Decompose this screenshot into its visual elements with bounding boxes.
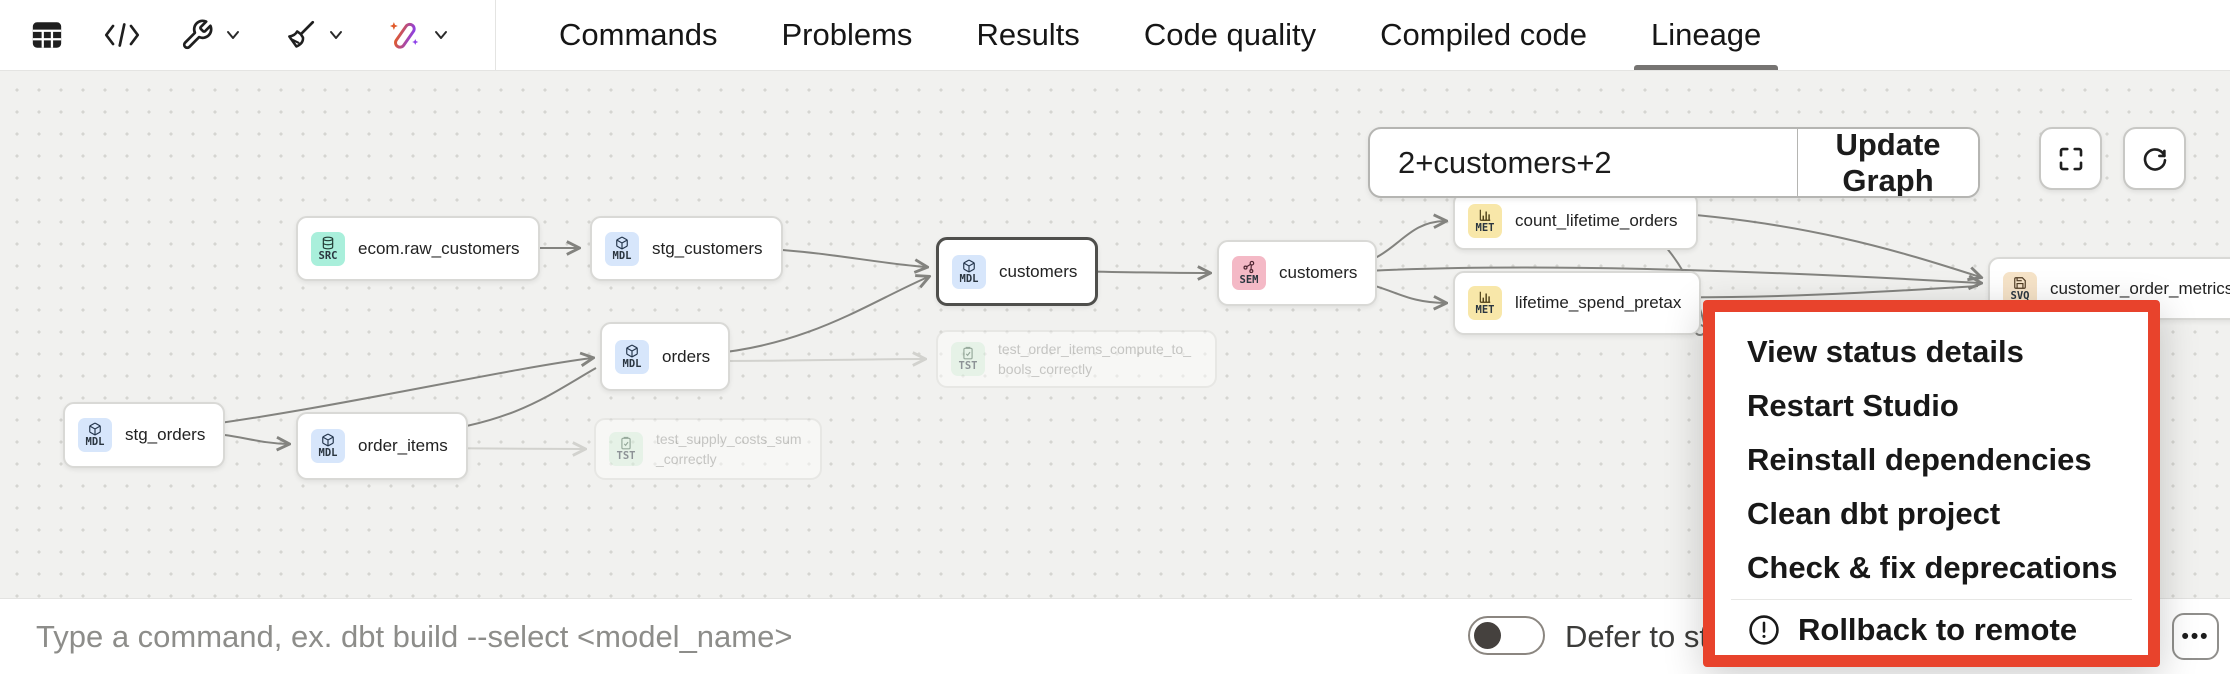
cube-icon [616,236,628,250]
defer-label: Defer to sta [1565,619,1726,654]
panel-tabs: Commands Problems Results Code quality C… [542,0,1779,70]
database-icon [322,236,334,250]
cube-icon [322,433,334,447]
defer-toggle[interactable] [1468,616,1545,655]
chevron-down-icon [330,31,342,39]
table-icon [32,22,62,48]
node-stg-orders[interactable]: MDL stg_orders [63,402,226,468]
node-stg-customers[interactable]: MDL stg_customers [590,216,783,281]
clipboard-check-icon [621,437,631,450]
refresh-button[interactable] [2123,127,2186,190]
source-badge: SRC [311,231,345,266]
wrench-icon [182,19,213,50]
node-test-order-items-compute[interactable]: TST test_order_items_compute_to_bools_co… [936,330,1217,388]
lineage-selector-group: Update Graph [1368,127,1980,198]
chevron-down-icon [435,31,447,39]
fullscreen-icon [2059,147,2082,170]
code-view-button[interactable] [104,20,140,50]
floppy-save-icon [2014,276,2026,289]
node-count-lifetime-orders[interactable]: MET count_lifetime_orders [1453,192,1698,250]
toggle-knob [1474,621,1501,649]
node-customers-model[interactable]: MDL customers [936,237,1099,306]
test-badge: TST [951,342,985,376]
broom-icon [288,20,315,48]
ai-assist-button[interactable] [386,17,451,53]
model-badge: MDL [615,339,649,374]
model-badge: MDL [605,231,639,266]
ai-wand-icon [389,22,419,49]
node-customers-semantic[interactable]: SEM customers [1217,240,1378,306]
saved-query-badge: SVQ [2003,271,2037,306]
node-order-items[interactable]: MDL order_items [296,412,468,480]
lineage-selector-input[interactable] [1370,129,1798,196]
test-badge: TST [609,432,643,466]
node-orders[interactable]: MDL orders [600,322,731,391]
status-context-menu: View status details Restart Studio Reins… [1703,300,2160,667]
node-ecom-raw-customers[interactable]: SRC ecom.raw_customers [296,216,540,281]
node-test-supply-costs[interactable]: TST test_supply_costs_sum_correctly [594,418,822,480]
semantic-model-icon [1243,261,1255,274]
tab-problems[interactable]: Problems [781,17,913,52]
editor-tool-group [0,17,491,53]
more-options-button[interactable]: ••• [2172,613,2219,660]
menu-item-clean-dbt-project[interactable]: Clean dbt project [1747,496,2001,531]
command-input[interactable] [36,599,1336,674]
model-badge: MDL [78,418,112,452]
clean-tools-button[interactable] [283,18,346,52]
model-badge: MDL [952,254,986,289]
menu-item-label: Rollback to remote [1798,612,2078,647]
metric-badge: MET [1468,286,1502,320]
alert-circle-icon [1749,615,1779,645]
bar-chart-icon [1479,210,1491,222]
semantic-badge: SEM [1232,256,1266,290]
node-lifetime-spend-pretax[interactable]: MET lifetime_spend_pretax [1453,271,1702,335]
fullscreen-button[interactable] [2039,127,2102,190]
tab-lineage[interactable]: Lineage [1633,0,1779,70]
tab-compiled-code[interactable]: Compiled code [1380,17,1587,52]
code-icon [104,23,140,47]
menu-divider [1731,599,2132,600]
cube-icon [626,344,638,358]
cube-icon [89,422,101,436]
menu-item-reinstall-dependencies[interactable]: Reinstall dependencies [1747,442,2092,477]
cube-icon [963,259,975,273]
tab-code-quality[interactable]: Code quality [1143,17,1317,52]
table-view-button[interactable] [30,18,64,52]
refresh-icon [2143,147,2166,171]
toolbar-divider [495,0,496,70]
clipboard-check-icon [963,347,973,360]
bar-chart-icon [1479,292,1491,304]
model-badge: MDL [311,429,345,463]
menu-item-rollback-to-remote[interactable]: Rollback to remote [1715,603,2148,657]
menu-item-check-fix-deprecations[interactable]: Check & fix deprecations [1747,550,2118,585]
menu-item-view-status-details[interactable]: View status details [1747,334,2024,369]
tab-results[interactable]: Results [976,17,1080,52]
chevron-down-icon [227,31,239,39]
top-toolbar: Commands Problems Results Code quality C… [0,0,2230,71]
tab-commands[interactable]: Commands [559,17,718,52]
update-graph-button[interactable]: Update Graph [1798,129,1978,196]
build-tools-button[interactable] [180,18,243,52]
metric-badge: MET [1468,204,1502,238]
menu-item-restart-studio[interactable]: Restart Studio [1747,388,1959,423]
